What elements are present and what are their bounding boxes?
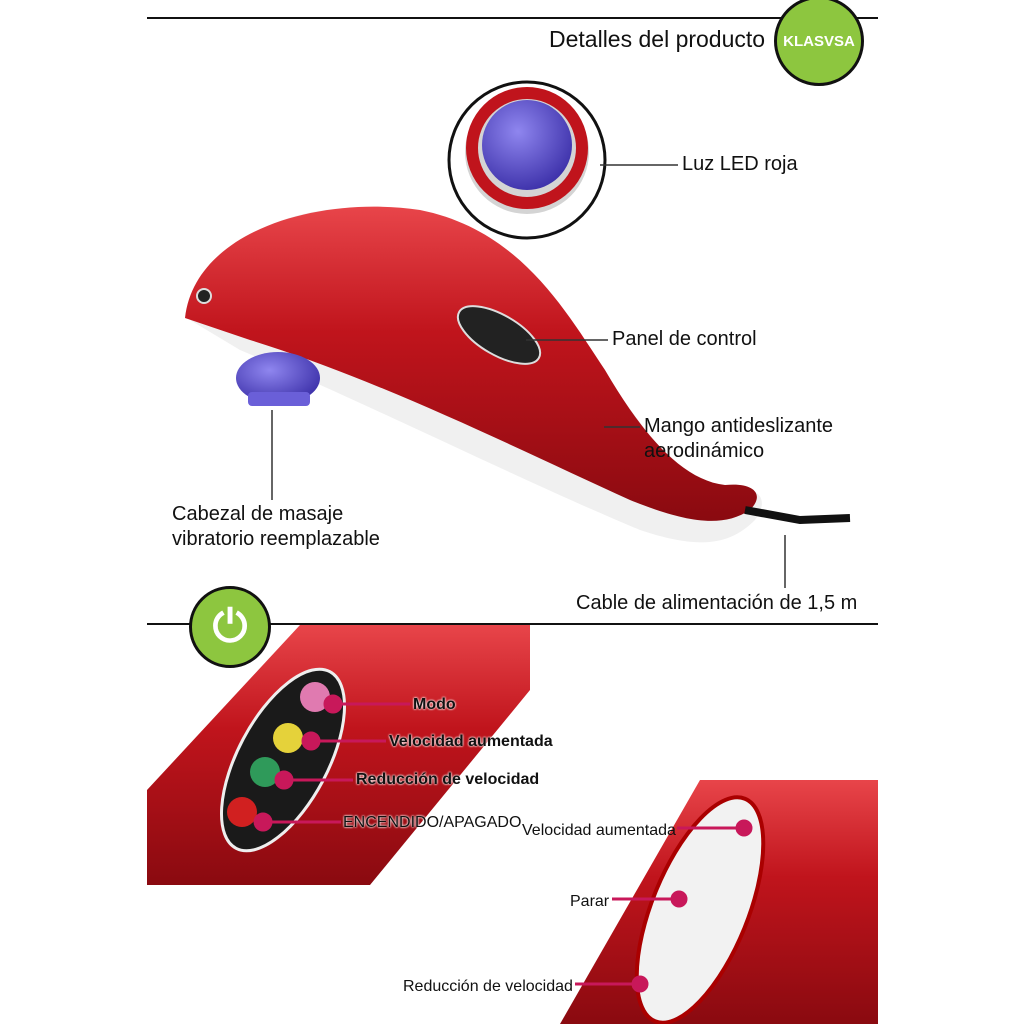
- callout-panel: Panel de control: [612, 328, 757, 350]
- label-speed-up: Velocidad aumentada: [389, 733, 553, 750]
- callout-head-line2: vibratorio reemplazable: [172, 528, 380, 550]
- switch-label-speed-up: Velocidad aumentada: [522, 822, 676, 839]
- power-badge: ⏻: [189, 586, 271, 668]
- label-mode: Modo: [413, 696, 456, 713]
- callout-head-line1: Cabezal de masaje: [172, 503, 344, 525]
- brand-logo-text: KLASVSA: [783, 32, 855, 50]
- label-speed-down: Reducción de velocidad: [356, 771, 540, 788]
- callout-cable: Cable de alimentación de 1,5 m: [576, 592, 858, 614]
- callout-handle-line1: Mango antideslizante: [644, 415, 834, 437]
- switch-label-speed-down: Reducción de velocidad: [403, 978, 573, 995]
- massager-body: [185, 206, 851, 543]
- callout-handle-line2: aerodinámico: [644, 440, 765, 462]
- led-inset: [447, 80, 607, 240]
- power-icon: ⏻: [212, 602, 248, 651]
- page-title: Detalles del producto: [549, 26, 766, 52]
- switch-label-stop: Parar: [570, 893, 610, 910]
- control-panel-photo: [147, 625, 530, 885]
- switch-photo: [560, 780, 878, 1024]
- callout-led: Luz LED roja: [682, 153, 798, 175]
- top-divider: [147, 17, 878, 19]
- middle-divider: [147, 623, 878, 625]
- brand-badge: KLASVSA: [774, 0, 864, 86]
- label-power: ENCENDIDO/APAGADO: [343, 814, 522, 831]
